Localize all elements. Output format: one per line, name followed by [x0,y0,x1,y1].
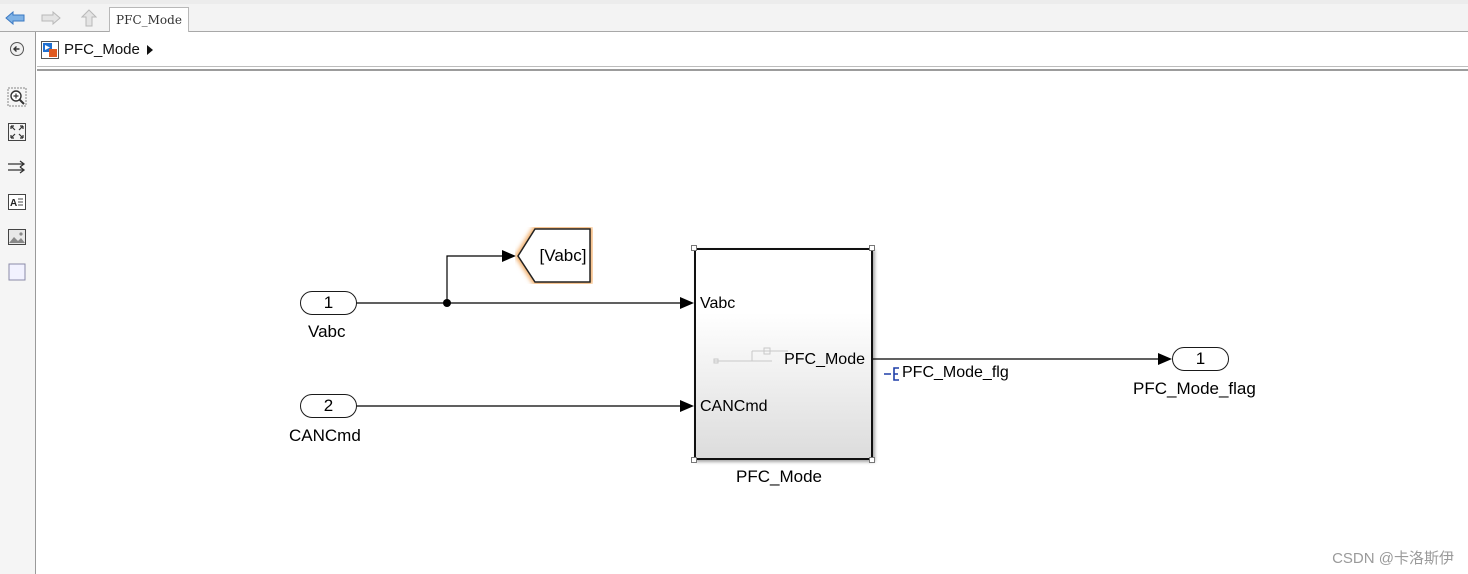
breadcrumb-item-pfc-mode[interactable]: PFC_Mode [64,41,140,58]
back-arrow-icon [5,11,25,25]
selection-handle-bottom-left[interactable] [691,457,697,463]
area-icon [8,263,26,281]
subsystem-input-cancmd: CANCmd [700,398,768,415]
image-icon [8,229,26,245]
up-button[interactable] [78,8,100,28]
pfc-mode-subsystem[interactable]: Vabc CANCmd PFC_Mode [694,248,873,460]
tab-pfc-mode[interactable]: PFC_Mode [109,7,189,32]
left-palette: A [0,32,36,574]
image-button[interactable] [6,226,28,248]
forward-button[interactable] [40,8,62,28]
tab-bar: PFC_Mode [0,4,1468,32]
route-lines-button[interactable] [6,156,28,178]
subsystem-name: PFC_Mode [736,467,822,486]
model-canvas[interactable]: 1 Vabc 2 CANCmd [Vabc] [37,71,1468,574]
inport-2-block[interactable]: 2 [300,394,357,418]
outport-1-block[interactable]: 1 [1172,347,1229,371]
branch-point [443,299,451,307]
up-arrow-icon [81,9,97,27]
signal-name-label[interactable]: PFC_Mode_flg [902,364,1009,381]
model-icon [41,40,59,59]
inport-1-name: Vabc [308,322,346,341]
forward-arrow-icon [41,11,61,25]
annotation-button[interactable]: A [6,191,28,213]
goto-block[interactable]: [Vabc] [515,227,593,284]
signal-lines [356,250,1172,412]
hide-browser-button[interactable] [6,38,28,60]
signal-arrow-cancmd [680,400,694,412]
breadcrumb-divider [37,69,1468,71]
watermark: CSDN @卡洛斯伊 [1332,550,1454,567]
subsystem-input-vabc: Vabc [700,295,736,312]
fit-view-icon [8,123,26,141]
zoom-icon [7,87,27,107]
signal-arrow-output [1158,353,1172,365]
signal-arrows-icon [8,160,26,174]
signal-arrow-vabc [680,297,694,309]
outport-1-name: PFC_Mode_flag [1133,379,1256,398]
breadcrumb: PFC_Mode [37,33,1468,67]
selection-handle-top-right[interactable] [869,245,875,251]
subsystem-output-pfc-mode: PFC_Mode [784,351,865,368]
selection-handle-bottom-right[interactable] [869,457,875,463]
breadcrumb-expand-icon[interactable] [146,44,154,56]
signal-arrow-goto [502,250,516,262]
tab-label: PFC_Mode [116,13,182,27]
fit-view-button[interactable] [6,121,28,143]
selection-handle-top-left[interactable] [691,245,697,251]
hide-browser-icon [10,42,24,56]
subsystem-preview-icon [713,347,788,364]
back-button[interactable] [4,8,26,28]
goto-shape [515,227,593,284]
inport-2-number: 2 [323,396,334,415]
area-button[interactable] [6,261,28,283]
outport-1-number: 1 [1195,349,1206,368]
goto-tag: [Vabc] [539,245,587,265]
zoom-button[interactable] [6,86,28,108]
annotation-icon: A [8,194,26,210]
inport-1-number: 1 [323,293,334,312]
signal-branch-goto [446,255,504,303]
svg-text:A: A [10,198,17,209]
inport-1-block[interactable]: 1 [300,291,357,315]
resolved-signal-icon [884,367,899,381]
inport-2-name: CANCmd [289,426,361,445]
